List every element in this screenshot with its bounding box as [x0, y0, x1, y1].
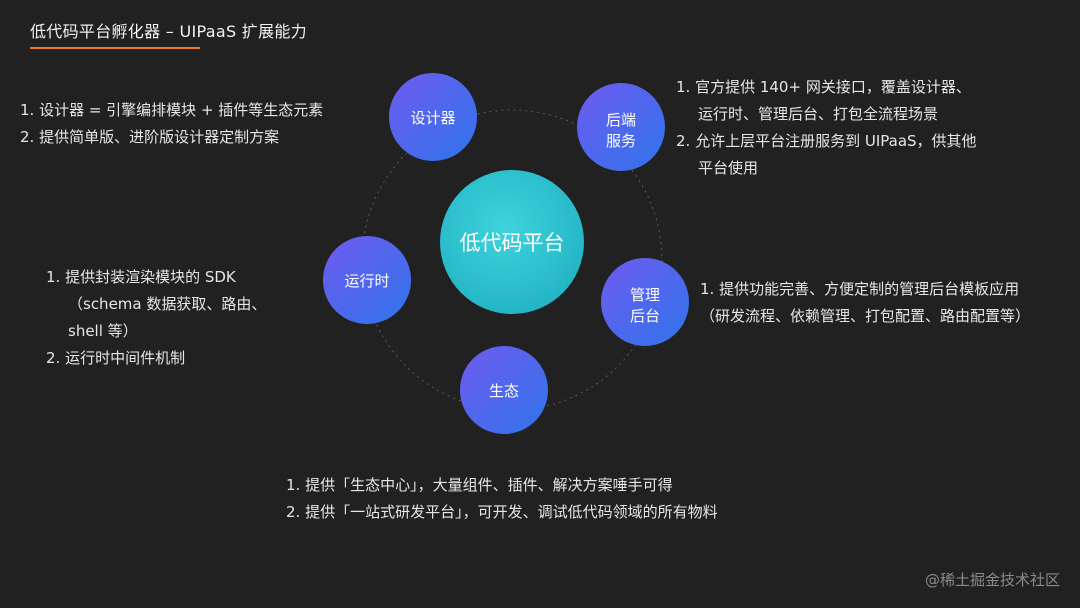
backend-note-2-line1: 2. 允许上层平台注册服务到 UIPaaS，供其他 — [676, 132, 977, 150]
ecosystem-note-1: 1. 提供「生态中心」，大量组件、插件、解决方案唾手可得 — [286, 476, 673, 494]
designer-note-1: 1. 设计器 = 引擎编排模块 + 插件等生态元素 — [20, 101, 324, 119]
admin-note-1-line2: （研发流程、依赖管理、打包配置、路由配置等） — [700, 307, 1031, 325]
title-underline — [30, 47, 200, 49]
runtime-note-1-line2: （schema 数据获取、路由、 — [68, 295, 267, 313]
runtime-note-2: 2. 运行时中间件机制 — [46, 349, 186, 367]
node-ecosystem: 生态 — [460, 346, 548, 434]
admin-note-1-line1: 1. 提供功能完善、方便定制的管理后台模板应用 — [700, 280, 1020, 298]
node-designer-label: 设计器 — [410, 109, 455, 127]
node-ecosystem-label: 生态 — [489, 382, 519, 400]
watermark: @稀土掘金技术社区 — [924, 571, 1060, 589]
backend-note-2-line2: 平台使用 — [698, 159, 759, 177]
slide-title: 低代码平台孵化器 – UIPaaS 扩展能力 — [30, 22, 307, 41]
node-backend-label-line2: 服务 — [606, 132, 636, 150]
runtime-notes: 1. 提供封装渲染模块的 SDK （schema 数据获取、路由、 shell … — [46, 264, 266, 372]
runtime-note-1-line1: 1. 提供封装渲染模块的 SDK — [46, 268, 236, 286]
node-backend-label-line1: 后端 — [606, 111, 636, 129]
backend-note-1-line2: 运行时、管理后台、打包全流程场景 — [698, 105, 939, 123]
ecosystem-notes: 1. 提供「生态中心」，大量组件、插件、解决方案唾手可得 2. 提供「一站式研发… — [286, 472, 718, 526]
center-node-label: 低代码平台 — [460, 231, 565, 255]
backend-notes: 1. 官方提供 140+ 网关接口，覆盖设计器、 运行时、管理后台、打包全流程场… — [676, 74, 977, 182]
node-admin: 管理 后台 — [601, 258, 689, 346]
designer-notes: 1. 设计器 = 引擎编排模块 + 插件等生态元素 2. 提供简单版、进阶版设计… — [20, 97, 323, 151]
node-admin-label-line2: 后台 — [630, 307, 660, 325]
designer-note-2: 2. 提供简单版、进阶版设计器定制方案 — [20, 128, 280, 146]
ecosystem-note-2: 2. 提供「一站式研发平台」，可开发、调试低代码领域的所有物料 — [286, 503, 718, 521]
node-backend: 后端 服务 — [577, 83, 665, 171]
admin-notes: 1. 提供功能完善、方便定制的管理后台模板应用 （研发流程、依赖管理、打包配置、… — [700, 276, 1030, 330]
node-admin-label-line1: 管理 — [630, 286, 660, 304]
node-runtime: 运行时 — [323, 236, 411, 324]
backend-note-1-line1: 1. 官方提供 140+ 网关接口，覆盖设计器、 — [676, 78, 971, 96]
center-node: 低代码平台 — [440, 170, 584, 314]
runtime-note-1-line3: shell 等） — [68, 322, 138, 340]
node-runtime-label: 运行时 — [344, 272, 389, 290]
node-designer: 设计器 — [389, 73, 477, 161]
